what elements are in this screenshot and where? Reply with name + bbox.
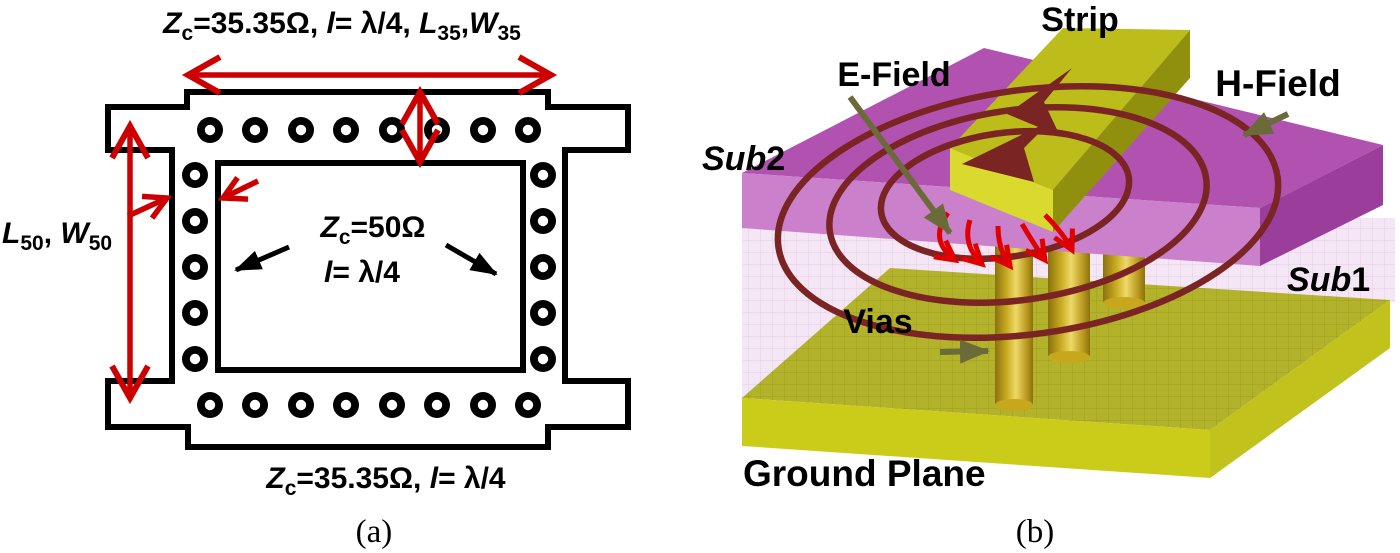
- wall-width-pointer-left: [126, 193, 173, 220]
- sub2-label: Sub2: [702, 140, 785, 178]
- wall-width-pointer-right: [217, 175, 260, 202]
- h-field-arrowhead-lower: [962, 120, 1052, 182]
- h-field-loop-middle: [826, 104, 1210, 306]
- h-field-label: H-Field: [1215, 63, 1340, 104]
- e-field-arrow: [960, 219, 986, 268]
- dimension-arrows: [109, 54, 558, 405]
- h-field-loop-outer: [774, 82, 1282, 342]
- caption-a: (a): [356, 514, 393, 550]
- strip-label: Strip: [1041, 1, 1118, 39]
- caption-b: (b): [1016, 514, 1054, 550]
- figure-a-siw-schematic: Zc=35.35Ω, l= λ/4, L35,W35 L50, W50 Zc=5…: [2, 7, 631, 550]
- callout-arrow-left: [234, 244, 290, 273]
- annotation-arrows: [847, 95, 1290, 364]
- e-field-label: E-Field: [837, 56, 950, 94]
- label-bottom-impedance: Zc=35.35Ω, l= λ/4: [265, 462, 506, 500]
- e-field-arrow: [1043, 213, 1075, 255]
- h-field-loop-inner: [877, 127, 1133, 263]
- callout-arrows: [234, 242, 498, 277]
- ground-front-face: [742, 398, 1210, 478]
- sub2-right-face: [1260, 145, 1383, 266]
- label-center-length: l= λ/4: [324, 256, 400, 289]
- label-center-impedance: Zc=50Ω: [320, 211, 426, 249]
- sub1-label: Sub1: [1287, 261, 1370, 299]
- h-field-loops: [774, 82, 1282, 342]
- e-field-pointer-arrow: [847, 95, 953, 235]
- label-top-impedance: Zc=35.35Ω, l= λ/4, L35,W35: [162, 7, 521, 45]
- vias-pointer-arrow: [939, 339, 990, 364]
- h-field-pointer-arrow: [1242, 111, 1290, 138]
- e-field-arrow: [1019, 222, 1049, 265]
- callout-arrow-right: [444, 242, 498, 277]
- sub2-front-face: [742, 173, 1260, 266]
- strip-right-face: [1053, 30, 1190, 232]
- strip-end-face: [950, 148, 1053, 232]
- label-left-dimensions: L50, W50: [2, 217, 112, 255]
- figure-b-3d-structure: Strip E-Field H-Field Sub2 Sub1 Vias Gro…: [702, 1, 1395, 550]
- ground-right-face: [1210, 300, 1390, 478]
- h-field-arrowhead-upper: [1007, 68, 1072, 136]
- ground-plane-label: Ground Plane: [743, 453, 986, 494]
- e-field-arrow: [989, 225, 1014, 271]
- vias-label: Vias: [843, 303, 912, 341]
